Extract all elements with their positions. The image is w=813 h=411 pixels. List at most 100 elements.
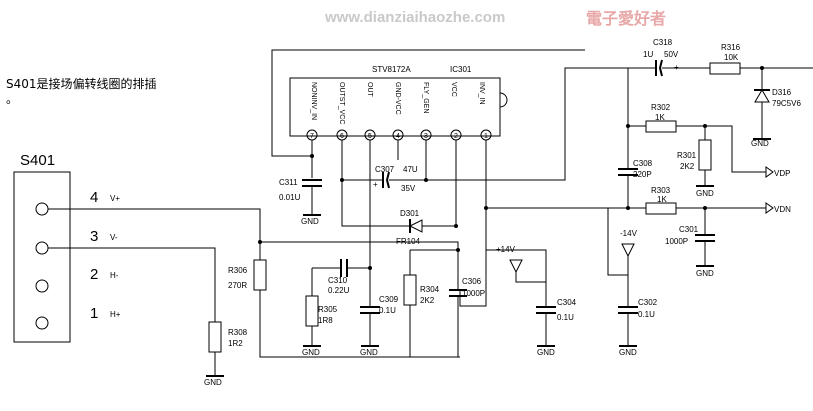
svg-text:3: 3 [424, 133, 428, 140]
svg-text:1R2: 1R2 [228, 339, 243, 348]
svg-text:0.01U: 0.01U [279, 193, 301, 202]
wire-pin1-inv [485, 140, 628, 276]
resistor-r302: R302 1K [645, 103, 766, 173]
svg-text:6: 6 [340, 133, 344, 140]
svg-text:C318: C318 [653, 38, 673, 47]
ic-ref: IC301 [450, 65, 472, 74]
capacitor-c306: C306 1000P [449, 277, 485, 357]
capacitor-c309: GND C309 0.1U [360, 268, 399, 357]
svg-text:C309: C309 [379, 295, 399, 304]
svg-text:1: 1 [484, 133, 488, 140]
wire-c304-top [486, 249, 547, 282]
connector-pin-1: 1 H+ [35, 305, 121, 330]
svg-text:5: 5 [368, 133, 372, 140]
svg-text:GND: GND [204, 378, 222, 387]
resistor-r303: R303 1K [645, 186, 766, 215]
ic-part: STV8172A [372, 65, 411, 74]
resistor-r316: R316 10K [709, 43, 813, 75]
ic-pin-7: NONINV_IN 7 [306, 82, 318, 141]
wire-r306-junction [260, 241, 459, 250]
watermark-url: www.dianziaihaozhe.com [324, 9, 505, 26]
ic-pin-1: INV_IN 1 [478, 82, 492, 141]
svg-text:0.22U: 0.22U [328, 286, 350, 295]
svg-text:1K: 1K [655, 113, 665, 122]
svg-text:35V: 35V [401, 184, 416, 193]
svg-text:C306: C306 [462, 277, 482, 286]
svg-text:47U: 47U [403, 165, 418, 174]
svg-text:GND: GND [696, 189, 714, 198]
resistor-r305: GND R305 1R8 [302, 268, 338, 357]
note-line-2: 。 [6, 92, 19, 106]
zener-d316: GND D316 79C5V6 [751, 68, 801, 148]
svg-text:C311: C311 [279, 178, 298, 187]
net-plus14v: +14V [496, 245, 547, 306]
svg-text:H-: H- [110, 271, 119, 280]
svg-text:OUTST_VCC: OUTST_VCC [338, 82, 345, 124]
svg-text:1R8: 1R8 [318, 316, 333, 325]
svg-text:10K: 10K [724, 53, 739, 62]
svg-text:2K2: 2K2 [680, 162, 695, 171]
watermark-cn: 電子愛好者 [586, 9, 666, 28]
svg-text:7: 7 [310, 133, 314, 140]
ground-r308: GND [204, 375, 224, 387]
ic-pin-6: OUTST_VCC 6 [336, 82, 348, 141]
svg-text:D316: D316 [772, 88, 792, 97]
svg-text:4: 4 [396, 133, 400, 140]
note-line-1: S401是接场偏转线圈的排插 [6, 77, 157, 91]
ic-pin-5: OUT 5 [364, 82, 376, 141]
wire-c307-right [389, 67, 585, 181]
svg-text:-14V: -14V [620, 229, 638, 238]
svg-text:R308: R308 [228, 328, 248, 337]
svg-text:FR104: FR104 [396, 237, 421, 246]
svg-text:FLY_GEN: FLY_GEN [422, 82, 429, 113]
ic-pin-4: GND-VCC 4 [392, 82, 404, 141]
svg-text:R306: R306 [228, 266, 248, 275]
svg-text:+: + [373, 180, 378, 189]
svg-text:3: 3 [90, 228, 98, 245]
svg-text:R316: R316 [721, 43, 741, 52]
svg-text:NONINV_IN: NONINV_IN [310, 82, 317, 120]
svg-text:GND: GND [751, 139, 769, 148]
capacitor-c308: C308 220P [618, 159, 653, 208]
svg-text:+: + [674, 63, 679, 72]
svg-text:OUT: OUT [366, 82, 373, 98]
connector-body [13, 171, 71, 343]
net-vdp: VDP [765, 166, 790, 178]
svg-text:R301: R301 [677, 151, 697, 160]
svg-text:R304: R304 [420, 285, 440, 294]
svg-text:C301: C301 [679, 225, 699, 234]
svg-text:2K2: 2K2 [420, 296, 435, 305]
svg-text:H+: H+ [110, 310, 121, 319]
resistor-r304: R304 2K2 [403, 249, 459, 357]
connector-pin-4: 4 V+ [35, 189, 120, 216]
svg-text:C308: C308 [633, 159, 653, 168]
capacitor-c301: GND C301 1000P [665, 208, 715, 278]
svg-text:2: 2 [454, 133, 458, 140]
svg-text:R302: R302 [651, 103, 671, 112]
ic-pin-2: VCC 2 [450, 82, 462, 141]
svg-text:220P: 220P [633, 170, 652, 179]
wire-pin6 [341, 140, 410, 227]
diode-d301: D301 FR104 [396, 209, 423, 246]
svg-text:1000P: 1000P [462, 289, 485, 298]
capacitor-c307: + C307 47U 35V [373, 165, 418, 193]
svg-text:GND: GND [619, 348, 637, 357]
svg-text:C304: C304 [557, 298, 577, 307]
svg-text:79C5V6: 79C5V6 [772, 99, 801, 108]
wire-r304 [459, 208, 487, 307]
svg-text:GND-VCC: GND-VCC [394, 82, 401, 115]
svg-text:GND: GND [537, 348, 555, 357]
svg-text:R305: R305 [318, 305, 338, 314]
svg-text:C302: C302 [638, 298, 658, 307]
svg-text:50V: 50V [664, 50, 679, 59]
wire-v-plus [48, 208, 261, 226]
capacitor-c304: GND C304 0.1U [536, 298, 577, 357]
connector-label: S401 [20, 152, 55, 169]
svg-text:VCC: VCC [450, 82, 457, 97]
net-vdn: VDN [765, 202, 791, 214]
svg-text:VDP: VDP [774, 169, 790, 178]
resistor-r301: GND R301 2K2 [677, 126, 714, 198]
svg-text:4: 4 [90, 189, 98, 206]
